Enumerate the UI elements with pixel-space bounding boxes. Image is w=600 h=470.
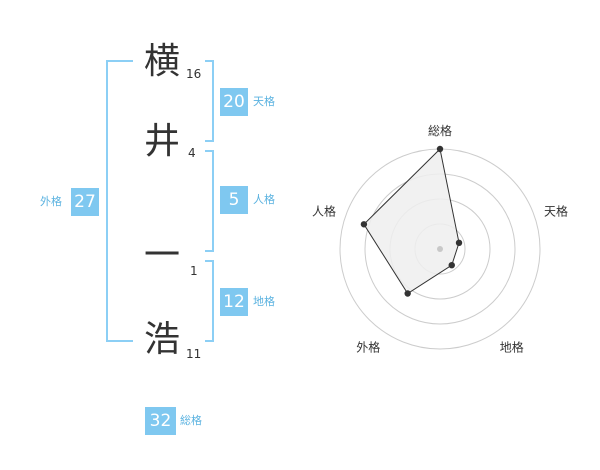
chi-kaku-bracket — [205, 260, 214, 342]
so-kaku-label: 総格 — [180, 414, 202, 427]
radar-data-point — [360, 221, 368, 228]
radar-data-area — [363, 147, 460, 295]
chi-kaku-label: 地格 — [253, 295, 275, 308]
name-char-4: 浩 — [143, 319, 180, 360]
gai-kaku-label: 外格 — [40, 195, 62, 208]
jin-kaku-label: 人格 — [253, 193, 275, 206]
radar-data-point — [436, 145, 444, 153]
radar-axis-label: 総格 — [428, 123, 452, 138]
stroke-count-1: 16 — [186, 67, 202, 81]
jin-kaku-bracket — [205, 150, 214, 252]
radar-center-dot — [437, 246, 443, 252]
radar-axis-label: 人格 — [312, 203, 336, 218]
radar-data-point — [455, 239, 463, 247]
ten-kaku-label: 天格 — [253, 95, 275, 108]
stroke-count-2: 4 — [188, 146, 196, 160]
ten-kaku-value: 20 — [220, 88, 248, 116]
stroke-count-4: 11 — [186, 347, 202, 361]
radar-axis-label: 地格 — [500, 340, 524, 355]
name-char-1: 横 — [143, 41, 180, 82]
so-kaku-value: 32 — [145, 407, 176, 435]
stroke-count-3: 1 — [190, 264, 198, 278]
gai-kaku-value: 27 — [71, 188, 99, 216]
chi-kaku-value: 12 — [220, 288, 248, 316]
name-char-3: 一 — [143, 235, 180, 276]
ten-kaku-bracket — [205, 60, 214, 142]
radar-data-point — [448, 261, 455, 269]
gai-kaku-bracket — [106, 60, 133, 342]
jin-kaku-value: 5 — [220, 186, 248, 214]
radar-axis-label: 天格 — [544, 203, 568, 218]
name-char-2: 井 — [143, 121, 180, 162]
radar-data-point — [404, 290, 411, 297]
radar-axis-label: 外格 — [356, 340, 380, 355]
